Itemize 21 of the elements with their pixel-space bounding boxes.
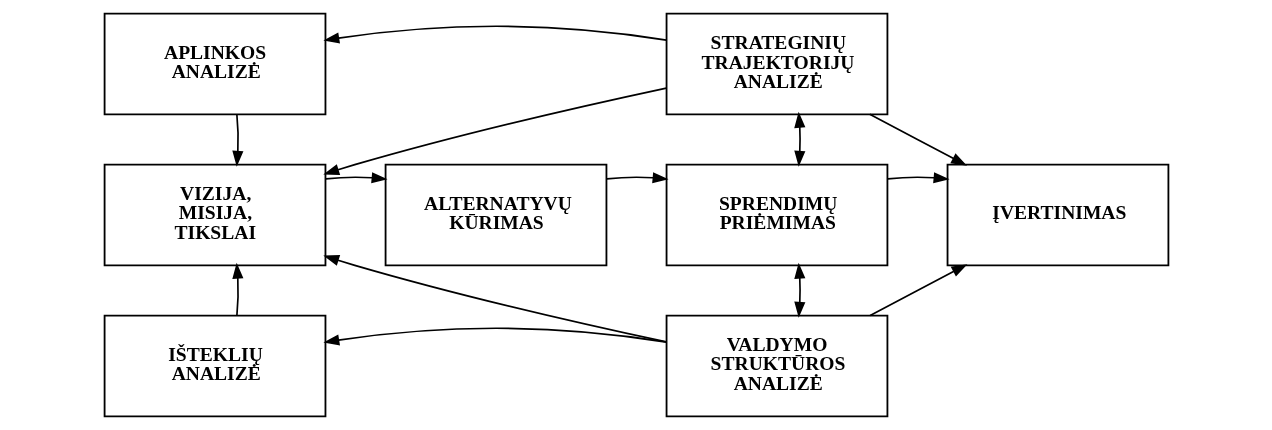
arrow — [324, 172, 388, 184]
node-box: VALDYMO STRUKTŪROS ANALIZĖ — [665, 314, 888, 418]
arrow — [868, 113, 967, 166]
arrow — [605, 172, 669, 184]
arrow — [322, 327, 667, 346]
arrow — [231, 262, 243, 317]
arrow — [886, 172, 950, 184]
arrow — [322, 87, 667, 175]
node-box: SPRENDIMŲ PRIĖMIMAS — [665, 163, 888, 267]
node-box: VIZIJA, MISIJA, TIKSLAI — [103, 163, 326, 267]
node-box: ALTERNATYVŲ KŪRIMAS — [384, 163, 607, 267]
node-box: APLINKOS ANALIZĖ — [103, 12, 326, 116]
arrow — [793, 262, 805, 318]
arrow — [322, 255, 667, 343]
arrow — [868, 264, 967, 317]
arrow — [231, 113, 243, 167]
node-box: STRATEGINIŲ TRAJEKTORIJŲ ANALIZĖ — [665, 12, 888, 116]
arrow — [793, 111, 805, 167]
node-box: IŠTEKLIŲ ANALIZĖ — [103, 314, 326, 418]
node-box: ĮVERTINIMAS — [946, 163, 1169, 267]
arrow — [322, 25, 667, 44]
